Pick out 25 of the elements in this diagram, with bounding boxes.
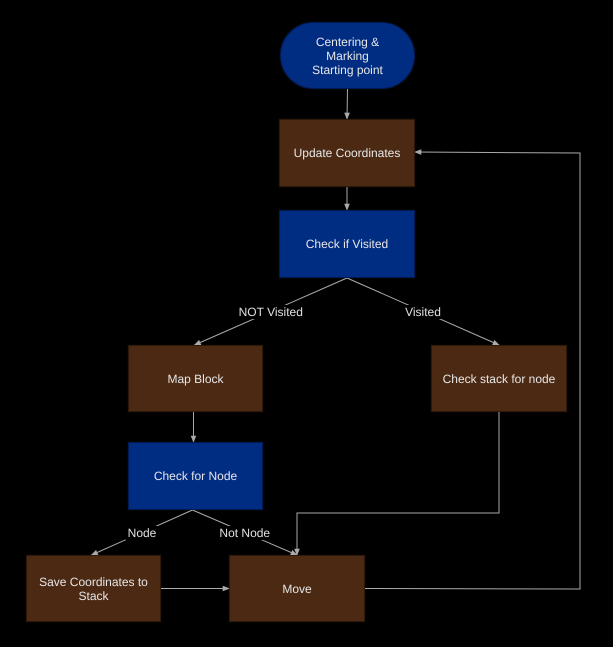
edge-label: Visited xyxy=(403,304,443,318)
process-box xyxy=(279,119,415,187)
arrow xyxy=(344,186,350,211)
node-label: Save Coordinates to Stack xyxy=(38,574,149,602)
arrow xyxy=(190,412,196,443)
node-label: Map Block xyxy=(167,372,224,386)
node-label: Check for Node xyxy=(154,469,238,483)
decision-box xyxy=(279,210,415,278)
decision-box xyxy=(128,442,263,510)
process-box xyxy=(128,345,263,412)
node-label: Update Coordinates xyxy=(294,146,400,160)
edge-label: Not Node xyxy=(217,526,272,540)
edge-label: NOT Visited xyxy=(236,304,305,318)
arrow xyxy=(364,149,580,590)
node-label: Centering & Marking Starting point xyxy=(311,34,384,76)
arrow xyxy=(294,412,500,556)
arrow xyxy=(344,88,350,120)
node-label: Check stack for node xyxy=(442,372,556,386)
node-label: Check if Visited xyxy=(306,237,388,251)
process-box xyxy=(431,345,567,412)
process-box xyxy=(229,555,365,622)
edge-label: Node xyxy=(126,526,158,540)
node-label: Move xyxy=(282,582,312,596)
arrow xyxy=(160,586,230,592)
process-box xyxy=(26,555,161,622)
